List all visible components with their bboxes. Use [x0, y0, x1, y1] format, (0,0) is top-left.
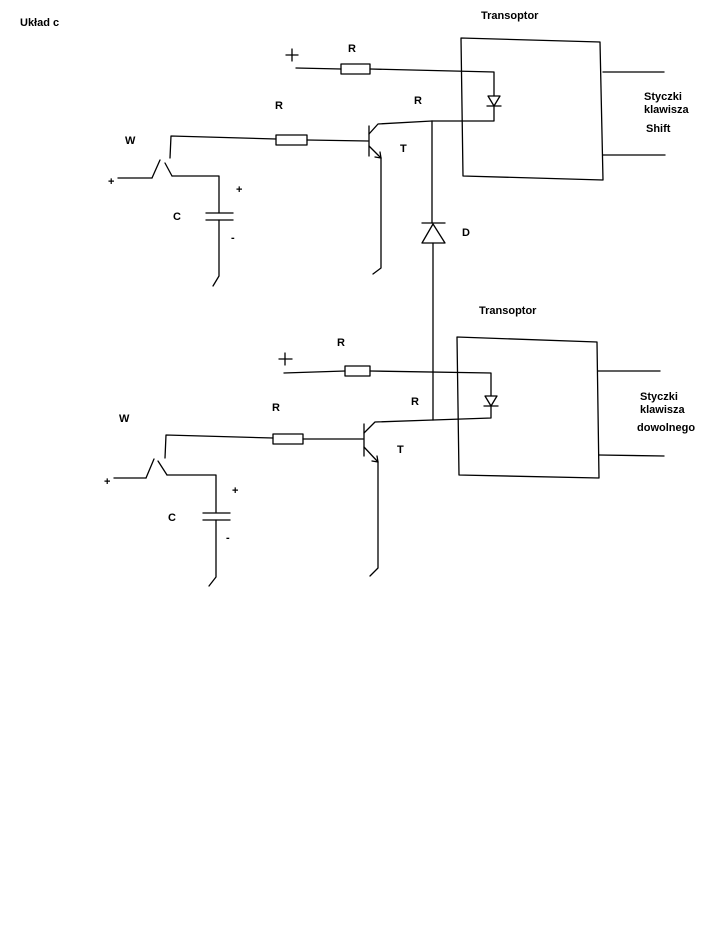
lower-led-wire: [369, 370, 492, 397]
upper-switch-contact: [164, 162, 173, 177]
lower-capacitor-minus-label: -: [226, 532, 230, 544]
lower-capacitor-ground: [208, 519, 217, 587]
upper-circuit: [117, 37, 666, 287]
lower-switch-contact: [157, 460, 168, 476]
lower-circuit: [113, 336, 665, 587]
upper-capacitor-plus-label: +: [236, 184, 243, 196]
upper-supply-plus-icon: [285, 48, 299, 62]
lower-led-cathode-wire: [432, 405, 492, 421]
lower-base-resistor: [272, 433, 304, 445]
upper-switch-top-wire: [169, 135, 277, 159]
upper-emitter-ground: [372, 157, 382, 275]
lower-led-resistor: [344, 365, 371, 377]
lower-led-resistor-label: R: [337, 337, 345, 349]
lower-optocoupler-label: Transoptor: [479, 305, 537, 317]
lower-optocoupler-box: [456, 336, 600, 479]
diode-label: D: [462, 227, 470, 239]
upper-keys-label-line2: klawisza: [644, 104, 689, 116]
upper-led-icon: [486, 95, 502, 107]
lower-switch-top-wire: [164, 434, 274, 459]
lower-capacitor-plus-label: +: [232, 485, 239, 497]
lower-transistor-label: T: [397, 444, 404, 456]
upper-transistor-arrow-icon: [374, 151, 382, 159]
page-title: Układ c: [20, 17, 60, 29]
lower-base-resistor-label: R: [272, 402, 280, 414]
upper-switch-out-wire: [171, 175, 220, 214]
upper-capacitor-ground: [212, 219, 220, 287]
diode-icon: [421, 222, 446, 244]
upper-capacitor-minus-label: -: [231, 232, 235, 244]
lower-supply-wire: [283, 370, 346, 374]
upper-switch-blade: [151, 159, 161, 179]
coupling-diode: [421, 120, 446, 421]
lower-transistor-emitter: [363, 446, 379, 463]
upper-transistor-label: T: [400, 143, 407, 155]
lower-transistor-collector: [363, 419, 434, 434]
upper-keys-label-line1: Styczki: [644, 91, 682, 103]
lower-keys-label-line3: dowolnego: [637, 422, 696, 434]
lower-keys-label-line2: klawisza: [640, 404, 685, 416]
upper-led-resistor: [340, 63, 371, 75]
upper-base-resistor: [275, 134, 308, 146]
lower-keys-label-line1: Styczki: [640, 391, 678, 403]
lower-output-lead-bottom: [598, 454, 665, 457]
upper-base-wire: [306, 139, 369, 142]
upper-optocoupler-label: Transoptor: [481, 10, 539, 22]
upper-collector-resistor-label: R: [414, 95, 422, 107]
upper-supply-wire: [295, 67, 342, 70]
upper-led-wire: [369, 68, 495, 97]
upper-keys-label-line3: Shift: [646, 123, 671, 135]
lower-capacitor-label: C: [168, 512, 176, 524]
lower-switch-plus-label: +: [104, 476, 111, 488]
lower-supply-plus-icon: [278, 352, 293, 366]
lower-emitter-ground: [369, 461, 379, 577]
upper-switch-plus-label: +: [108, 176, 115, 188]
upper-led-resistor-label: R: [348, 43, 356, 55]
upper-optocoupler-box: [460, 37, 604, 181]
upper-base-resistor-label: R: [275, 100, 283, 112]
upper-capacitor-label: C: [173, 211, 181, 223]
lower-switch-label: W: [119, 413, 130, 425]
lower-collector-resistor-label: R: [411, 396, 419, 408]
upper-transistor-collector: [368, 120, 433, 135]
lower-switch-blade: [145, 458, 155, 479]
upper-switch-label: W: [125, 135, 136, 147]
lower-transistor-arrow-icon: [371, 455, 379, 463]
lower-switch-out-wire: [166, 474, 217, 513]
lower-led-icon: [483, 395, 499, 407]
upper-transistor-emitter: [368, 145, 382, 159]
upper-led-cathode-wire: [431, 105, 495, 122]
